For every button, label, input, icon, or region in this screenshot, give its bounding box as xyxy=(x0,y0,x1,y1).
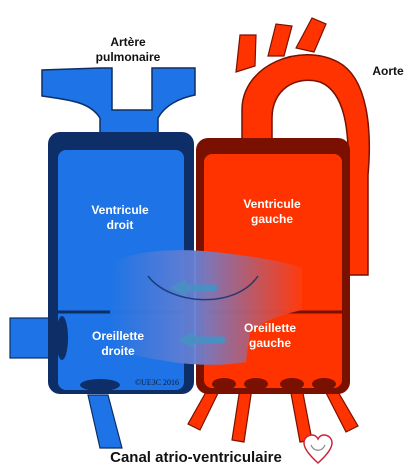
pulmonary-vein-2 xyxy=(232,388,252,442)
label-pulmonary-artery-2: pulmonaire xyxy=(96,50,161,64)
label-left-atrium-1: Oreillette xyxy=(244,321,296,335)
ivc-opening xyxy=(80,379,120,391)
aortic-branch-3 xyxy=(296,18,326,52)
pv-opening-4 xyxy=(312,378,336,390)
pv-opening-3 xyxy=(280,378,304,390)
label-left-ventricle-2: gauche xyxy=(251,212,293,226)
svc-opening xyxy=(56,316,68,360)
label-right-atrium-1: Oreillette xyxy=(92,329,144,343)
diagram-caption: Canal atrio-ventriculaire xyxy=(110,449,282,466)
aortic-branch-2 xyxy=(268,24,292,56)
pv-opening-1 xyxy=(212,378,236,390)
label-pulmonary-artery-1: Artère xyxy=(110,35,146,49)
inferior-vena-cava xyxy=(88,395,122,448)
pulmonary-artery xyxy=(42,68,195,135)
heart-logo-icon xyxy=(304,435,332,463)
label-right-ventricle-2: droit xyxy=(107,218,134,232)
label-aorta: Aorte xyxy=(372,64,404,78)
label-left-atrium-2: gauche xyxy=(249,336,291,350)
label-right-atrium-2: droite xyxy=(101,344,135,358)
copyright-text: ©UE3C 2016 xyxy=(135,378,179,387)
pv-opening-2 xyxy=(244,378,268,390)
label-right-ventricle-1: Ventricule xyxy=(91,203,149,217)
pulmonary-vein-3 xyxy=(290,388,312,442)
aortic-branch-1 xyxy=(236,35,256,72)
label-left-ventricle-1: Ventricule xyxy=(243,197,301,211)
